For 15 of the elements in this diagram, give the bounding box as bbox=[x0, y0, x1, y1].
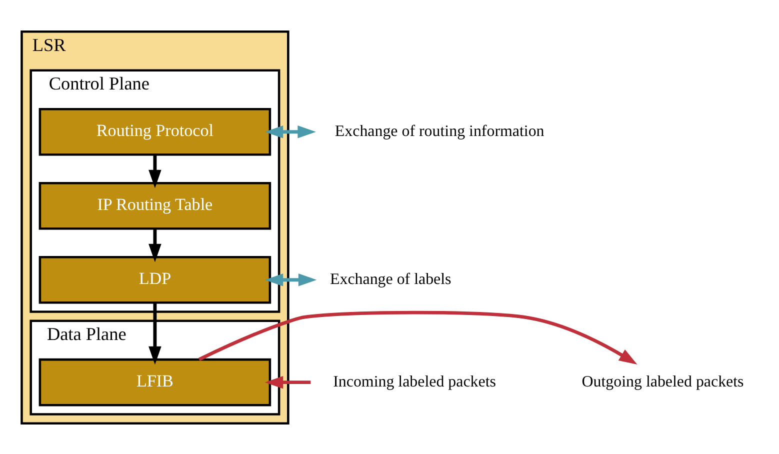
arrow bbox=[148, 302, 162, 364]
node-box: LFIB bbox=[38, 358, 272, 406]
node-text: Exchange of labels bbox=[330, 270, 452, 288]
arrow bbox=[148, 154, 162, 188]
node-box: IP Routing Table bbox=[38, 181, 272, 230]
node-text: Incoming labeled packets bbox=[333, 373, 496, 390]
arrow bbox=[264, 375, 311, 388]
arrow bbox=[198, 310, 638, 364]
node-text: Exchange of routing information bbox=[334, 122, 544, 140]
node-box: LDP bbox=[38, 255, 272, 304]
arrow bbox=[264, 124, 316, 138]
arrow bbox=[148, 228, 162, 262]
arrow bbox=[264, 272, 317, 286]
node-text: Outgoing labeled packets bbox=[582, 373, 744, 390]
node-box: Routing Protocol bbox=[38, 107, 272, 156]
